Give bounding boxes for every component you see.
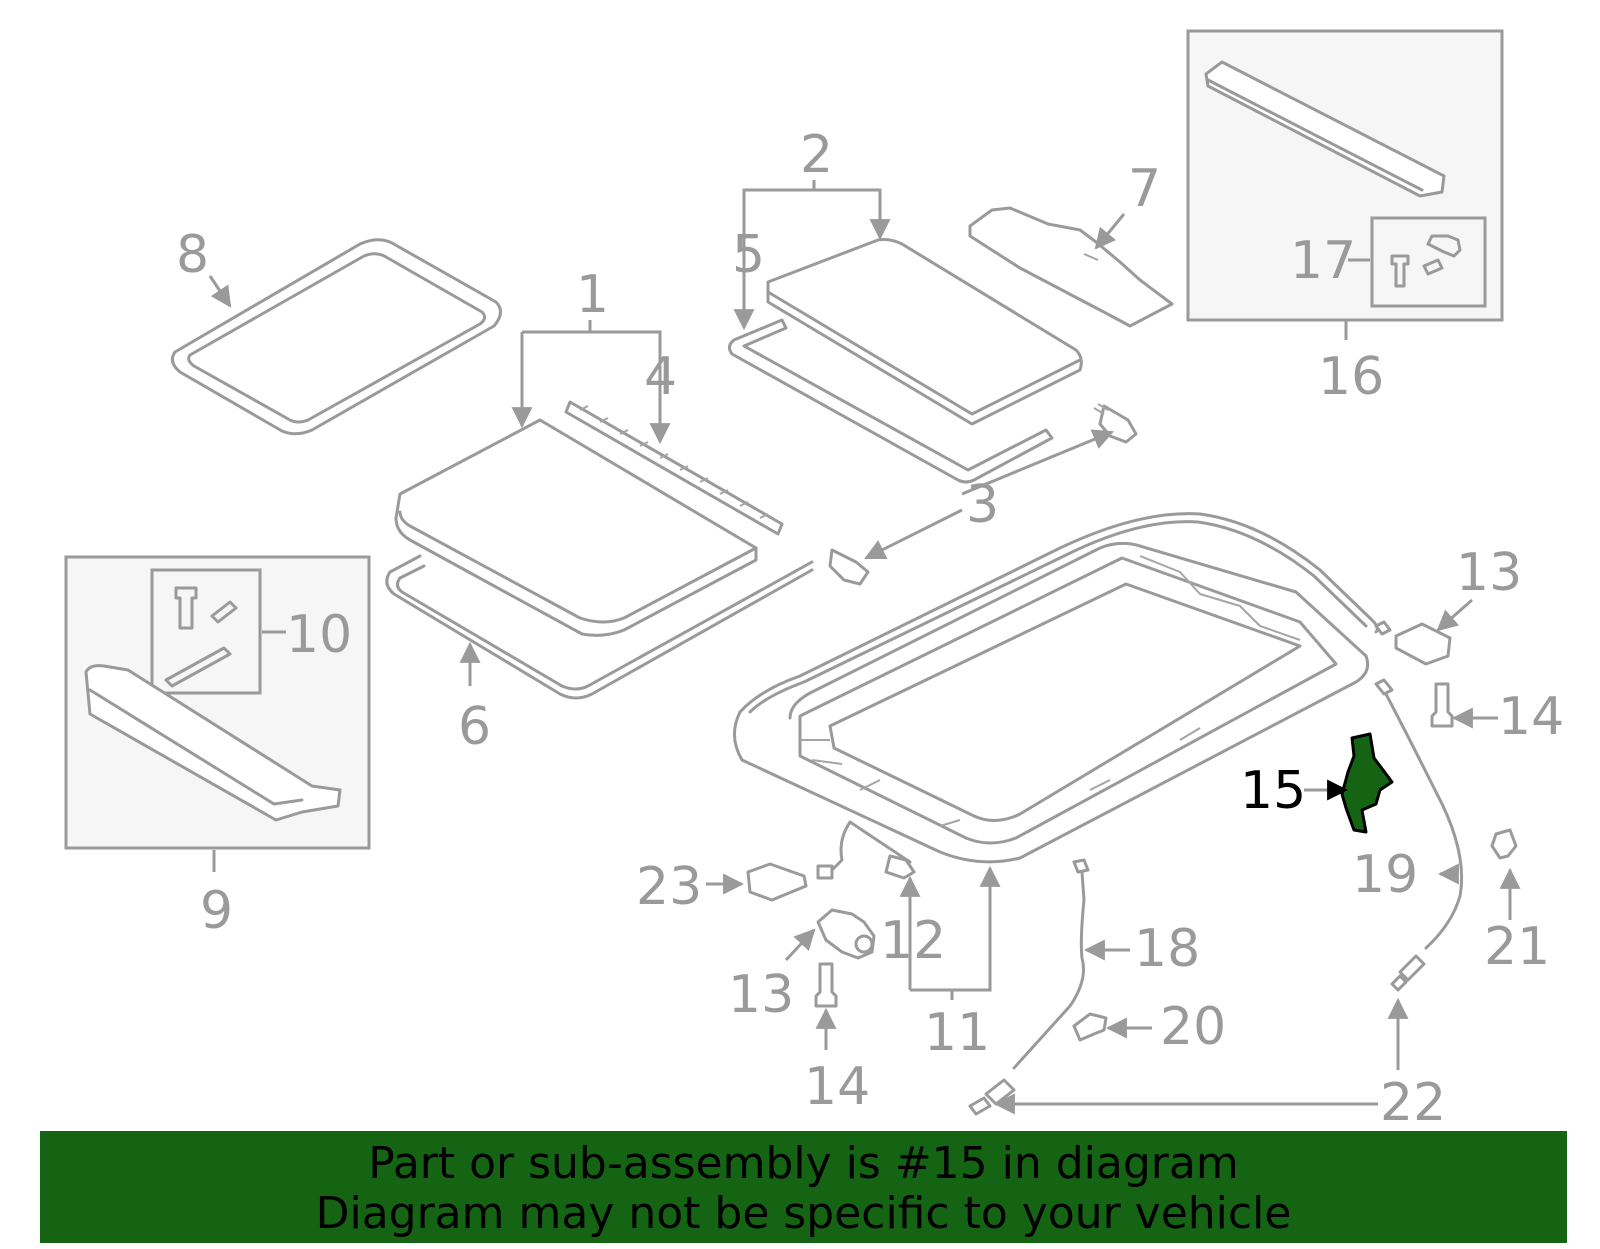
callout-labels: 1 2 3 4 5 6 7 8 9 10 11 12 13 13 14 14 1… bbox=[176, 125, 1564, 1133]
part-8-glass-seal bbox=[170, 238, 502, 436]
callout-6: 6 bbox=[458, 697, 491, 757]
part-21-clip bbox=[1490, 828, 1518, 860]
part-3-bolt-lower bbox=[828, 548, 870, 586]
part-18-drain-hose bbox=[968, 858, 1090, 1116]
callout-7: 7 bbox=[1128, 159, 1161, 219]
part-13-connector bbox=[1374, 620, 1452, 666]
part-13-motor bbox=[816, 908, 876, 960]
callout-13-upper: 13 bbox=[1456, 543, 1522, 603]
callout-2: 2 bbox=[800, 125, 833, 185]
part-20-clip bbox=[1072, 1012, 1108, 1042]
callout-16: 16 bbox=[1318, 347, 1384, 407]
callout-11: 11 bbox=[924, 1003, 990, 1063]
part-2-rear-glass bbox=[766, 238, 1083, 426]
callout-14-right: 14 bbox=[1498, 687, 1564, 747]
banner-line-2: Diagram may not be specific to your vehi… bbox=[315, 1188, 1292, 1239]
callout-23: 23 bbox=[636, 857, 702, 917]
part-15-highlighted bbox=[1340, 732, 1394, 834]
part-5-rear-seal bbox=[727, 318, 1054, 484]
part-23-module bbox=[746, 862, 808, 902]
part-14-bolt-lower bbox=[814, 962, 838, 1008]
callout-5: 5 bbox=[732, 225, 765, 285]
callout-15: 15 bbox=[1240, 761, 1306, 821]
part-1-glass-panel bbox=[394, 418, 758, 637]
part-11-frame bbox=[733, 512, 1379, 864]
callout-1: 1 bbox=[576, 265, 609, 325]
part-16-box bbox=[1186, 29, 1504, 322]
part-3-bolt-upper bbox=[1093, 403, 1138, 444]
callout-17: 17 bbox=[1290, 231, 1356, 291]
callout-8: 8 bbox=[176, 225, 209, 285]
callout-3: 3 bbox=[966, 475, 999, 535]
callout-14-lower: 14 bbox=[804, 1057, 870, 1117]
part-9-box bbox=[64, 555, 371, 850]
part-4-strip bbox=[564, 400, 784, 536]
banner-line-1: Part or sub-assembly is #15 in diagram bbox=[368, 1138, 1239, 1189]
leader-lines bbox=[208, 180, 1521, 1115]
callout-10: 10 bbox=[286, 605, 352, 665]
part-12-harness bbox=[816, 820, 916, 880]
callout-12: 12 bbox=[880, 911, 946, 971]
callout-9: 9 bbox=[200, 881, 233, 941]
part-19-drain-hose bbox=[1374, 678, 1464, 992]
callout-20: 20 bbox=[1160, 997, 1226, 1057]
part-14-bolt-right bbox=[1430, 682, 1454, 728]
part-7-panel bbox=[968, 206, 1174, 328]
callout-13-lower: 13 bbox=[728, 965, 794, 1025]
info-banner: Part or sub-assembly is #15 in diagram D… bbox=[40, 1131, 1567, 1243]
callout-4: 4 bbox=[644, 347, 677, 407]
callout-21: 21 bbox=[1484, 917, 1550, 977]
callout-18: 18 bbox=[1134, 919, 1200, 979]
callout-22: 22 bbox=[1380, 1073, 1446, 1133]
callout-19: 19 bbox=[1352, 845, 1418, 905]
